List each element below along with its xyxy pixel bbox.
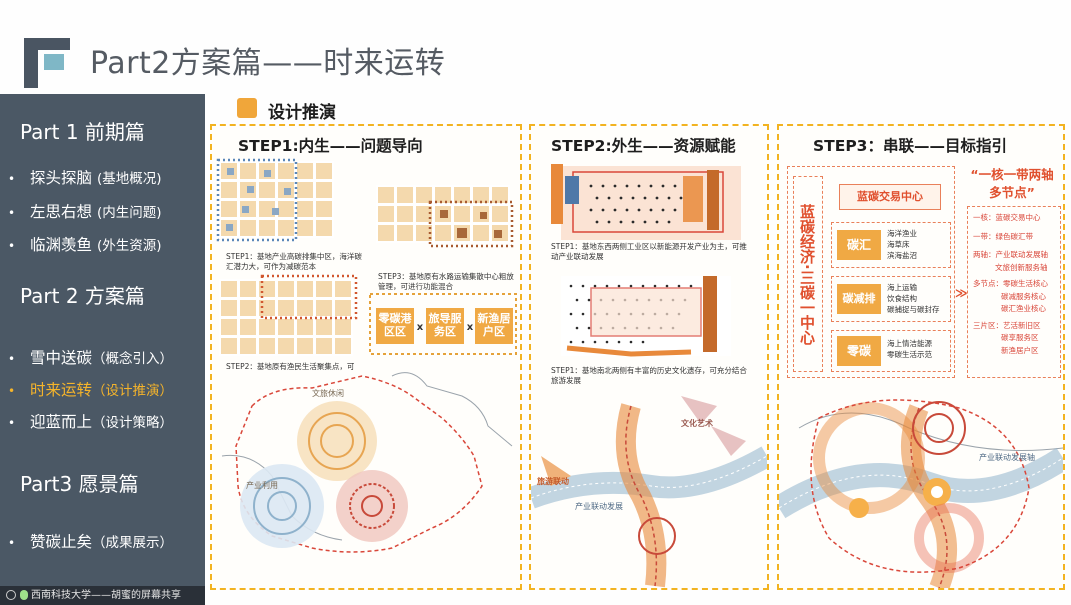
sidebar-section-part1[interactable]: Part 1 前期篇 xyxy=(20,120,145,144)
structure-item: 碳享服务区 xyxy=(1001,333,1039,342)
step2-title: STEP2:外生——资源赋能 xyxy=(551,137,736,155)
structure-item: 多节点：零碳生活核心 xyxy=(973,279,1048,288)
sidebar-section-part2[interactable]: Part 2 方案篇 xyxy=(20,284,145,308)
step2-map-label-culture: 文化艺术 xyxy=(681,419,713,428)
structure-item: 一核：蓝碳交易中心 xyxy=(973,213,1041,222)
badge-zero-carbon: 零碳 xyxy=(837,336,881,366)
carbon-exchange-box: 蓝碳交易中心 xyxy=(839,184,941,210)
row3-line1: 海上情洁能源 xyxy=(887,339,932,348)
step1-title: STEP1:内生——问题导向 xyxy=(238,137,423,155)
step2-caption-2: STEP1：基地南北两侧有丰富的历史文化遗存，可充分结合旅游发展 xyxy=(551,366,747,385)
structure-list-frame xyxy=(967,206,1061,378)
svg-text:x: x xyxy=(417,322,424,333)
structure-item: 文旅创新服务轴 xyxy=(995,262,1048,272)
step2-panel: STEP2:外生——资源赋能 xyxy=(529,124,769,590)
row1-line2: 海草床 xyxy=(887,240,910,249)
row1-line1: 海洋渔业 xyxy=(887,229,917,238)
step3-map-label-axis: 产业联动发展轴 xyxy=(979,453,1035,462)
sidebar-item-tantou[interactable]: •探头探脑 (基地概况) xyxy=(8,169,162,187)
sidebar-item-linyuan[interactable]: •临渊羡鱼 (外生资源) xyxy=(8,236,162,254)
structure-item: 一带：绿色碳汇带 xyxy=(973,231,1033,241)
structure-item: 碳汇渔业核心 xyxy=(1001,304,1046,313)
badge-carbon-sink: 碳汇 xyxy=(837,230,881,260)
structure-item: 两轴：产业联动发展轴 xyxy=(973,250,1048,259)
zone-label-3: 新渔居户区 xyxy=(477,312,511,338)
slide-title: Part2方案篇——时来运转 xyxy=(90,46,446,81)
badge-carbon-reduction: 碳减排 xyxy=(837,284,881,314)
section-bullet-icon xyxy=(237,98,257,118)
step1-panel: STEP1:内生——问题导向 xyxy=(210,124,522,590)
step2-caption-1: STEP1：基地东西两侧工业区以新能源开发产业为主，可推动产业联动发展 xyxy=(551,242,747,261)
step2-map-label-tourism: 旅游联动 xyxy=(537,477,569,486)
step1-map-label-culture: 文旅休闲 xyxy=(312,389,344,398)
step2-diagram xyxy=(531,164,767,588)
structure-item: 碳减服务核心 xyxy=(1001,291,1046,301)
screen-share-bar[interactable]: 西南科技大学——胡蜜的屏幕共享 xyxy=(0,586,205,605)
step3-panel: STEP3：串联——目标指引 蓝碳经济·三碳一中心 蓝碳交易中心 碳汇 海洋渔业… xyxy=(777,124,1065,590)
row2-line3: 碳捕捉与碳封存 xyxy=(887,305,940,314)
section-title: 设计推演 xyxy=(268,103,336,123)
row3-line2: 零碳生活示范 xyxy=(887,350,932,359)
step1-diagram: x x xyxy=(216,158,517,553)
microphone-icon[interactable] xyxy=(20,590,28,600)
row2-line2: 饮食结构 xyxy=(887,294,917,303)
brand-logo xyxy=(24,38,70,88)
row2-line1: 海上运输 xyxy=(887,283,917,292)
step1-map-label-industry: 产业利用 xyxy=(246,481,278,490)
structure-heading: “一核一带两轴多节点” xyxy=(970,167,1054,200)
strategy-row-2 xyxy=(831,276,951,322)
step1-caption-3: STEP3：基地原有水路运输集散中心粗放管理，可进行功能混合 xyxy=(378,272,514,291)
svg-text:x: x xyxy=(467,322,474,333)
step3-map xyxy=(779,399,1063,588)
strategy-frame xyxy=(787,166,955,378)
zone-label-1: 零碳港区区 xyxy=(378,312,412,338)
zone-label-2: 旅导服务区 xyxy=(428,312,462,338)
row1-line3: 滨海盐沼 xyxy=(887,251,917,260)
arrow-icon: ≫ xyxy=(955,286,968,300)
structure-item: 新渔居户区 xyxy=(1001,345,1039,355)
vertical-slogan: 蓝碳经济·三碳一中心 xyxy=(793,176,823,372)
share-status-icon xyxy=(6,590,16,600)
sidebar-item-yinglan[interactable]: •迎蓝而上（设计策略） xyxy=(8,413,174,431)
sidebar-item-zantan[interactable]: •赞碳止矣（成果展示） xyxy=(8,533,174,551)
sidebar-item-shilai-active[interactable]: •时来运转（设计推演） xyxy=(8,381,174,399)
step2-map-label-axis: 产业联动发展 xyxy=(575,502,623,511)
step1-caption-1: STEP1：基地产业高碳排集中区，海洋碳汇潜力大，可作为减碳范本 xyxy=(226,252,362,271)
sidebar-nav: Part 1 前期篇 •探头探脑 (基地概况) •左思右想 (内生问题) •临渊… xyxy=(0,94,205,605)
sidebar-item-zuosi[interactable]: •左思右想 (内生问题) xyxy=(8,203,162,221)
step1-caption-2: STEP2：基地原有渔民生活聚集点，可 xyxy=(226,362,355,371)
sidebar-item-xuezhong[interactable]: •雪中送碳（概念引入） xyxy=(8,349,174,367)
structure-item: 三片区：艺活新旧区 xyxy=(973,320,1041,330)
strategy-row-1 xyxy=(831,222,951,268)
structure-list: 一核：蓝碳交易中心 一带：绿色碳汇带 两轴：产业联动发展轴 文旅创新服务轴 多节… xyxy=(973,212,1059,357)
strategy-row-3 xyxy=(831,330,951,372)
step3-title: STEP3：串联——目标指引 xyxy=(813,137,1007,155)
sidebar-section-part3[interactable]: Part3 愿景篇 xyxy=(20,472,139,496)
